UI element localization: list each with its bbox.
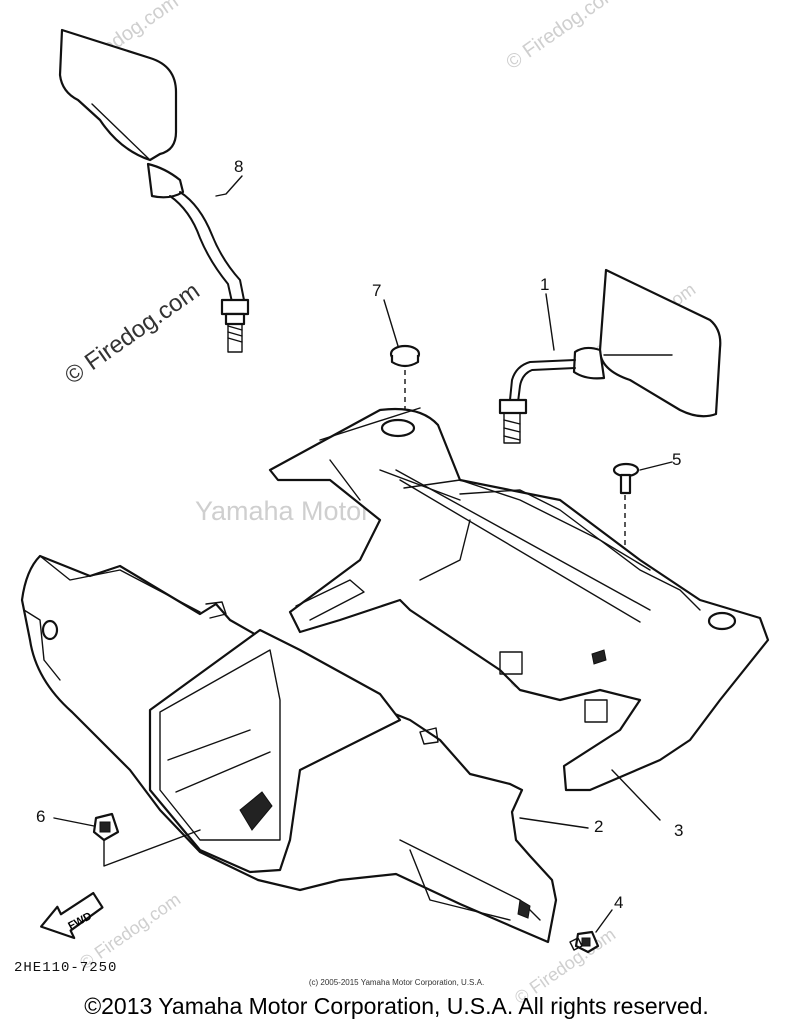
callout-4: 4 [614,893,623,912]
callout-3: 3 [674,821,683,840]
callout-6: 6 [36,807,45,826]
footer-copyright: ©2013 Yamaha Motor Corporation, U.S.A. A… [84,993,709,1019]
front-cowling [20,554,558,944]
callout-7: 7 [372,281,381,300]
fwd-arrow: FWD [40,891,104,940]
clip-nut [92,812,201,867]
screw-top [612,462,640,600]
callout-2: 2 [594,817,603,836]
callout-numbers: 8 7 1 5 3 2 4 6 [36,157,683,912]
cap-grommet [389,344,421,420]
callout-5: 5 [672,450,681,469]
mirror-right [498,268,722,444]
mirror-left [58,28,250,353]
callout-1: 1 [540,275,549,294]
diagram-code: 2HE110-7250 [14,960,118,976]
inner-frame-bracket [268,407,770,792]
leader-lines [53,175,673,933]
watermark-top-right: © Firedog.com [502,0,622,74]
bolt-bottom [569,930,600,954]
watermark-left-dark: © Firedog.com [60,277,205,390]
small-copyright: (c) 2005-2015 Yamaha Motor Corporation, … [308,978,485,987]
callout-8: 8 [234,157,243,176]
